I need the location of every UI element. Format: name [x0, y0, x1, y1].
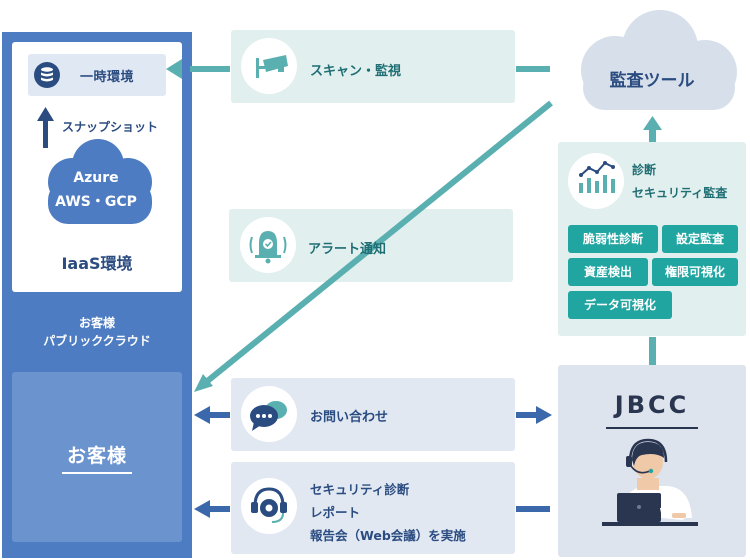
- snapshot-label: スナップショット: [62, 120, 159, 134]
- vulnerability-diagnosis-chip: 脆弱性診断: [568, 225, 658, 253]
- data-visualization-chip: データ可視化: [568, 291, 672, 319]
- report-label-line-2: レポート: [310, 505, 361, 520]
- alert-notification-label: アラート通知: [308, 242, 387, 257]
- chat-bubbles-icon: [250, 401, 287, 431]
- inquiry-label: お問い合わせ: [310, 410, 389, 425]
- cloud-provider-line-1: Azure: [73, 170, 119, 186]
- asset-discovery-chip: 資産検出: [568, 258, 648, 286]
- temporary-environment-label: 一時環境: [80, 70, 135, 85]
- report-label-line-1: セキュリティ診断: [310, 482, 410, 497]
- jbcc-label: JBCC: [614, 391, 690, 419]
- jbcc-diagnosis-connector: [649, 337, 656, 365]
- diagnosis-up-arrow: [643, 116, 662, 142]
- alert-diagonal-arrow: [194, 100, 553, 392]
- cctv-camera-icon: [256, 55, 288, 78]
- permission-visualization-chip: 権限可視化: [652, 258, 738, 286]
- operator-with-laptop-icon: [602, 438, 698, 526]
- analytics-chart-icon: [579, 161, 615, 193]
- report-arrows: [194, 500, 550, 518]
- database-icon: [34, 62, 60, 88]
- configuration-audit-chip: 設定監査: [662, 225, 738, 253]
- azure-aws-gcp-cloud: [48, 139, 152, 224]
- report-label-line-3: 報告会（Web会議）を実施: [310, 528, 466, 543]
- audit-tool-cloud: [581, 10, 737, 110]
- scan-arrow: [166, 59, 550, 79]
- cloud-provider-line-2: AWS・GCP: [55, 194, 137, 210]
- alarm-bell-icon: [249, 231, 287, 264]
- scan-monitor-label: スキャン・監視: [310, 64, 402, 79]
- diagnosis-label-line-1: 診断: [632, 163, 657, 177]
- snapshot-up-arrow: [37, 107, 54, 148]
- headset-gear-icon: [251, 487, 287, 523]
- jbcc-label-underline: [606, 427, 698, 429]
- public-cloud-label-line-1: お客様: [78, 316, 115, 330]
- customer-box: [12, 372, 182, 542]
- public-cloud-label-line-2: パブリッククラウド: [43, 334, 151, 348]
- audit-tool-label: 監査ツール: [609, 71, 695, 91]
- iaas-environment-label: IaaS環境: [61, 254, 133, 273]
- customer-label-underline: [62, 472, 132, 474]
- inquiry-arrows: [194, 406, 552, 424]
- diagnosis-label-line-2: セキュリティ監査: [632, 186, 728, 200]
- customer-label: お客様: [66, 445, 127, 467]
